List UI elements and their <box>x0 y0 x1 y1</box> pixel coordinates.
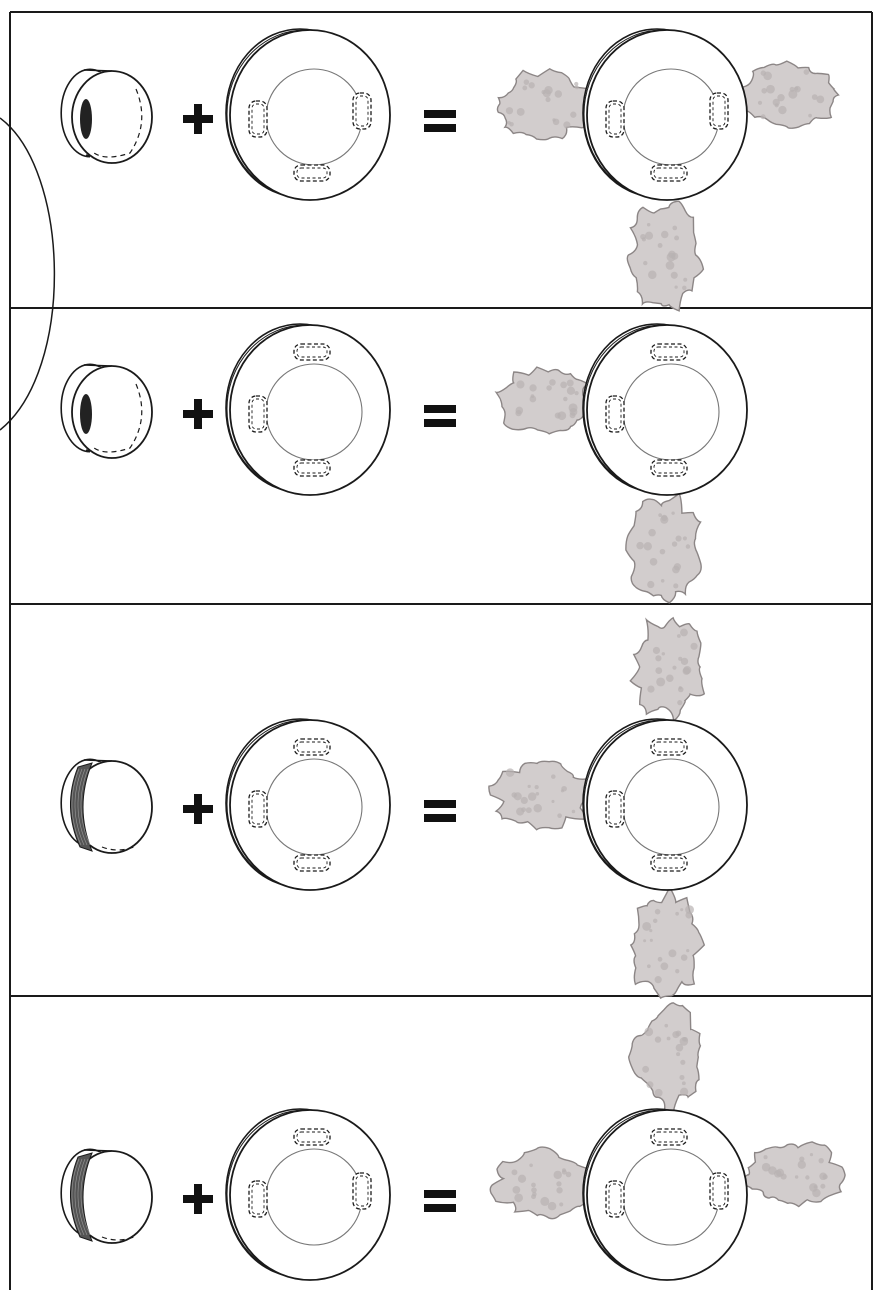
binding-pocket <box>294 855 330 871</box>
equals-sign <box>424 1190 456 1212</box>
binding-pocket <box>353 93 371 129</box>
receptor-ring <box>226 719 390 890</box>
plus-sign <box>183 1184 213 1214</box>
binding-pocket <box>651 165 687 181</box>
receptor-ring <box>583 324 747 495</box>
binding-pocket <box>294 1129 330 1145</box>
ligand-cylinder <box>61 364 152 458</box>
equals-sign <box>424 800 456 822</box>
equals-sign <box>424 110 456 132</box>
binding-pocket <box>606 791 624 827</box>
receptor-ring <box>226 1109 390 1280</box>
binding-pocket <box>710 1173 728 1209</box>
binding-pocket <box>249 1181 267 1217</box>
receptor-ring <box>583 1109 747 1280</box>
binding-pocket <box>651 855 687 871</box>
protein-bottom <box>631 887 705 998</box>
binding-pocket <box>249 396 267 432</box>
binding-pocket <box>249 791 267 827</box>
ligand-cylinder <box>61 759 152 853</box>
cell-outline-arc <box>0 118 54 430</box>
binding-pocket <box>294 739 330 755</box>
protein-left <box>489 761 591 829</box>
binding-pocket <box>294 165 330 181</box>
protein-bottom <box>627 201 703 311</box>
plus-sign <box>183 794 213 824</box>
binding-pocket <box>606 101 624 137</box>
receptor-ring <box>583 29 747 200</box>
plus-sign <box>183 104 213 134</box>
protein-left <box>496 367 596 434</box>
binding-pocket <box>710 93 728 129</box>
binding-pocket <box>606 396 624 432</box>
binding-pocket <box>353 1173 371 1209</box>
binding-pocket <box>249 101 267 137</box>
binding-patch <box>80 99 92 139</box>
binding-pocket <box>651 460 687 476</box>
protein-left <box>497 69 597 140</box>
protein-right <box>737 61 839 128</box>
binding-pocket <box>651 1129 687 1145</box>
protein-bottom <box>626 494 701 603</box>
receptor-ring <box>226 324 390 495</box>
ligand-cylinder <box>61 1149 152 1243</box>
ligand-cylinder <box>61 69 152 163</box>
protein-right <box>739 1142 845 1207</box>
binding-pocket <box>294 460 330 476</box>
binding-pocket <box>651 739 687 755</box>
binding-patch <box>80 394 92 434</box>
equals-sign <box>424 405 456 427</box>
receptor-ring <box>583 719 747 890</box>
receptor-ring <box>226 29 390 200</box>
panel-frame <box>10 12 872 1290</box>
protein-top <box>629 1003 701 1112</box>
binding-pocket <box>606 1181 624 1217</box>
protein-left <box>490 1147 598 1219</box>
protein-top <box>630 618 704 721</box>
plus-sign <box>183 399 213 429</box>
binding-pocket <box>294 344 330 360</box>
binding-pocket <box>651 344 687 360</box>
